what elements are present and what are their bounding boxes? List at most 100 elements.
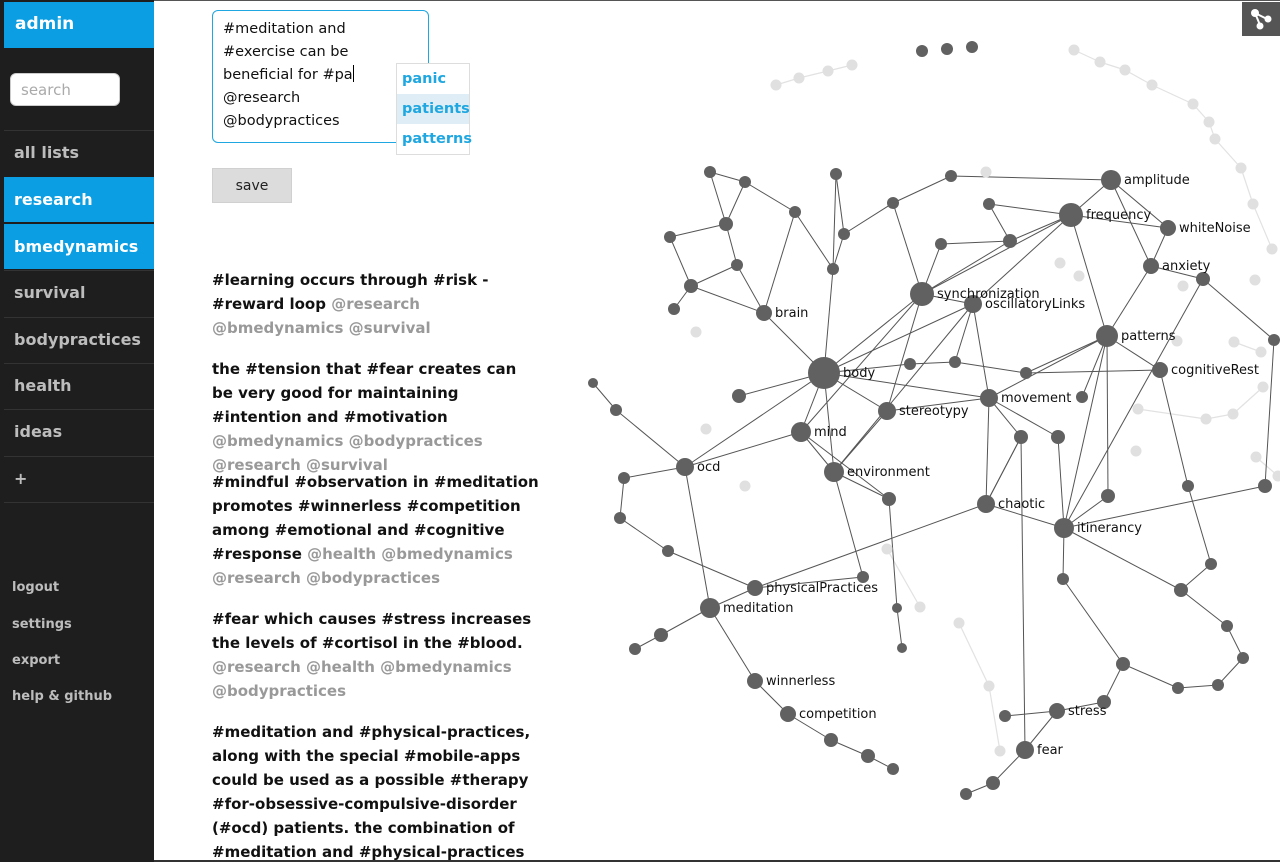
save-button[interactable]: save	[212, 168, 292, 203]
graph-node[interactable]	[1051, 430, 1065, 444]
graph-node[interactable]	[668, 303, 680, 315]
help-github-link[interactable]: help & github	[12, 689, 112, 704]
graph-node-label[interactable]: meditation	[723, 601, 794, 616]
graph-node[interactable]	[791, 422, 811, 442]
graph-node[interactable]	[1116, 657, 1130, 671]
graph-node[interactable]	[1205, 558, 1217, 570]
graph-node[interactable]	[935, 238, 947, 250]
graph-node[interactable]	[1228, 409, 1239, 420]
graph-node[interactable]	[1237, 652, 1249, 664]
graph-node[interactable]	[966, 41, 978, 53]
suggestion-panic[interactable]: panic	[397, 64, 469, 94]
graph-node[interactable]	[1054, 518, 1074, 538]
graph-node[interactable]	[1188, 99, 1199, 110]
graph-node[interactable]	[629, 643, 641, 655]
statement-item[interactable]: #meditation and #physical-practices, alo…	[212, 720, 542, 864]
graph-node-label[interactable]: patterns	[1121, 329, 1176, 344]
graph-node-label[interactable]: cognitiveRest	[1171, 363, 1259, 378]
graph-node[interactable]	[614, 512, 626, 524]
graph-node[interactable]	[1069, 45, 1080, 56]
graph-node[interactable]	[1201, 414, 1212, 425]
graph-node-label[interactable]: movement	[1001, 391, 1071, 406]
graph-node[interactable]	[910, 282, 934, 306]
nav-add-list[interactable]: +	[4, 456, 154, 503]
graph-node[interactable]	[916, 45, 928, 57]
graph-node[interactable]	[808, 357, 840, 389]
graph-node-label[interactable]: stress	[1068, 704, 1107, 719]
graph-node[interactable]	[960, 788, 972, 800]
graph-node[interactable]	[830, 168, 842, 180]
graph-node[interactable]	[882, 544, 893, 555]
graph-node-label[interactable]: frequency	[1086, 208, 1152, 223]
graph-node[interactable]	[618, 472, 630, 484]
graph-node[interactable]	[892, 603, 902, 613]
graph-node[interactable]	[861, 749, 875, 763]
graph-node[interactable]	[700, 598, 720, 618]
graph-node[interactable]	[1133, 404, 1144, 415]
graph-node[interactable]	[1221, 620, 1233, 632]
graph-node[interactable]	[1172, 682, 1184, 694]
nav-bodypractices[interactable]: bodypractices	[4, 317, 154, 362]
graph-node[interactable]	[676, 458, 694, 476]
graph-node[interactable]	[1095, 57, 1106, 68]
graph-node[interactable]	[1020, 367, 1032, 379]
graph-node[interactable]	[1059, 203, 1083, 227]
graph-node[interactable]	[719, 217, 733, 231]
graph-node[interactable]	[980, 389, 998, 407]
nav-bmedynamics[interactable]: bmedynamics	[4, 224, 154, 269]
graph-node[interactable]	[731, 259, 743, 271]
graph-node[interactable]	[949, 356, 961, 368]
nav-all-lists[interactable]: all lists	[4, 130, 154, 175]
graph-node[interactable]	[789, 206, 801, 218]
nav-survival[interactable]: survival	[4, 270, 154, 315]
graph-node[interactable]	[1003, 234, 1017, 248]
graph-node[interactable]	[740, 481, 751, 492]
graph-node[interactable]	[941, 43, 953, 55]
graph-node[interactable]	[977, 495, 995, 513]
graph-node[interactable]	[732, 389, 746, 403]
graph-node[interactable]	[1120, 65, 1131, 76]
graph-node[interactable]	[1267, 244, 1278, 255]
statement-contexts[interactable]: @research @health @bmedynamics @bodyprac…	[212, 658, 512, 700]
graph-node[interactable]	[983, 198, 995, 210]
graph-node[interactable]	[704, 166, 716, 178]
graph-node[interactable]	[915, 602, 926, 613]
graph-node[interactable]	[878, 402, 896, 420]
graph-node-label[interactable]: anxiety	[1162, 259, 1211, 274]
graph-node[interactable]	[1057, 573, 1069, 585]
graph-node[interactable]	[1236, 163, 1247, 174]
graph-node[interactable]	[1096, 325, 1118, 347]
graph-node[interactable]	[1182, 480, 1194, 492]
graph-node-label[interactable]: competition	[799, 707, 877, 722]
graph-node[interactable]	[1174, 583, 1188, 597]
graph-node[interactable]	[838, 228, 850, 240]
statement-contexts[interactable]: @bmedynamics @bodypractices @research @s…	[212, 432, 483, 474]
graph-node[interactable]	[945, 170, 957, 182]
graph-node[interactable]	[1055, 258, 1066, 269]
graph-node-label[interactable]: environment	[847, 465, 930, 480]
graph-node[interactable]	[887, 763, 899, 775]
suggestion-patterns[interactable]: patterns	[397, 124, 469, 154]
graph-node[interactable]	[691, 327, 702, 338]
graph-node-label[interactable]: physicalPractices	[766, 581, 878, 596]
graph-node-label[interactable]: brain	[775, 306, 808, 321]
graph-node[interactable]	[739, 176, 751, 188]
user-header[interactable]: admin	[4, 2, 154, 48]
graph-node[interactable]	[1258, 479, 1272, 493]
graph-node[interactable]	[780, 706, 796, 722]
nav-research[interactable]: research	[4, 177, 154, 222]
graph-node[interactable]	[1248, 199, 1259, 210]
graph-node[interactable]	[824, 462, 844, 482]
graph-node[interactable]	[747, 580, 763, 596]
graph-node-label[interactable]: amplitude	[1124, 173, 1190, 188]
export-link[interactable]: export	[12, 653, 60, 668]
graph-node[interactable]	[1178, 281, 1189, 292]
graph-toggle-button[interactable]	[1242, 2, 1280, 36]
graph-node[interactable]	[794, 73, 805, 84]
graph-node[interactable]	[1152, 362, 1168, 378]
nav-health[interactable]: health	[4, 363, 154, 408]
graph-node[interactable]	[1210, 134, 1221, 145]
graph-node[interactable]	[1258, 382, 1269, 393]
graph-node[interactable]	[1049, 703, 1065, 719]
graph-node[interactable]	[824, 733, 838, 747]
